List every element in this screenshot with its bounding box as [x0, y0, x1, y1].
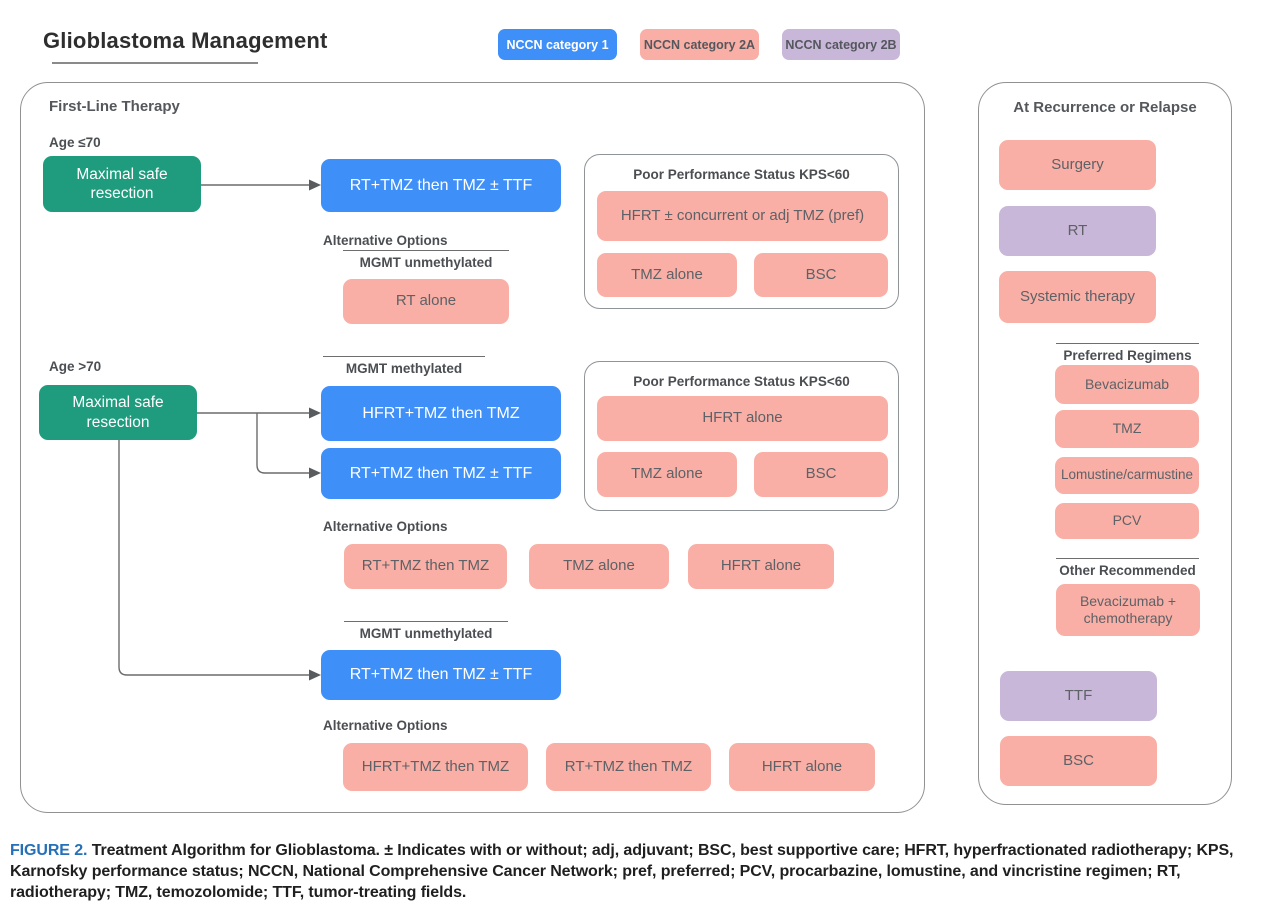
node-surgery: Surgery: [999, 140, 1156, 190]
recurrence-panel: At Recurrence or Relapse Surgery RT Syst…: [978, 82, 1232, 805]
node-bevacizumab-chemotherapy: Bevacizumab + chemotherapy: [1056, 584, 1200, 636]
mgmt-methylated-label: MGMT methylated: [323, 356, 485, 376]
node-bsc-recurrence: BSC: [1000, 736, 1157, 786]
node-alt2-hfrt-tmz-then-tmz: HFRT+TMZ then TMZ: [343, 743, 528, 791]
node-pcv: PCV: [1055, 503, 1199, 539]
alternative-options-label-1: Alternative Options: [323, 233, 448, 248]
arrowhead-gt70-methylated-1: [309, 407, 321, 419]
node-tmz-alone-1: TMZ alone: [597, 253, 737, 297]
poor-performance-box-gt70: Poor Performance Status KPS<60 HFRT alon…: [584, 361, 899, 511]
alternative-options-label-3: Alternative Options: [323, 718, 448, 733]
node-tmz-recurrence: TMZ: [1055, 410, 1199, 448]
legend-badge-nccn-category-2b: NCCN category 2B: [782, 29, 900, 60]
node-rt-tmz-ttf-methylated: RT+TMZ then TMZ ± TTF: [321, 448, 561, 499]
node-bsc-2: BSC: [754, 452, 888, 497]
connector-gt70-unmethylated: [118, 440, 309, 676]
other-recommended-label: Other Recommended: [1056, 558, 1199, 578]
node-ttf: TTF: [1000, 671, 1157, 721]
page-title: Glioblastoma Management: [43, 28, 328, 53]
poor-performance-title-1: Poor Performance Status KPS<60: [633, 167, 850, 182]
mgmt-unmethylated-label-1: MGMT unmethylated: [343, 250, 509, 270]
poor-performance-box-le70: Poor Performance Status KPS<60 HFRT ± co…: [584, 154, 899, 309]
figure-caption-text: Treatment Algorithm for Glioblastoma. ± …: [10, 842, 1234, 901]
alternative-options-label-2: Alternative Options: [323, 519, 448, 534]
node-maximal-safe-resection-gt70: Maximal safe resection: [39, 385, 197, 440]
arrowhead-gt70-methylated-2: [309, 467, 321, 479]
recurrence-panel-title: At Recurrence or Relapse: [1013, 99, 1197, 116]
node-hfrt-alone-pps: HFRT alone: [597, 396, 888, 441]
connector-gt70-methylated-2: [256, 413, 309, 474]
node-hfrt-tmz-then-tmz: HFRT+TMZ then TMZ: [321, 386, 561, 441]
first-line-panel-title: First-Line Therapy: [49, 98, 180, 115]
figure-caption: FIGURE 2. Treatment Algorithm for Gliobl…: [10, 841, 1274, 904]
preferred-regimens-label: Preferred Regimens: [1056, 343, 1199, 363]
node-alt-tmz-alone: TMZ alone: [529, 544, 669, 589]
node-lomustine-carmustine: Lomustine/carmustine: [1055, 457, 1199, 494]
node-bevacizumab: Bevacizumab: [1055, 365, 1199, 404]
node-tmz-alone-2: TMZ alone: [597, 452, 737, 497]
node-bsc-1: BSC: [754, 253, 888, 297]
poor-performance-title-2: Poor Performance Status KPS<60: [633, 374, 850, 389]
node-rt-tmz-ttf-le70: RT+TMZ then TMZ ± TTF: [321, 159, 561, 212]
title-underline: [52, 62, 258, 64]
node-systemic-therapy: Systemic therapy: [999, 271, 1156, 323]
legend-badge-nccn-category-1: NCCN category 1: [498, 29, 617, 60]
age-gt70-label: Age >70: [49, 359, 102, 374]
figure-caption-label: FIGURE 2.: [10, 842, 88, 859]
arrowhead-age-le70: [309, 179, 321, 191]
node-hfrt-concurrent-adj-tmz: HFRT ± concurrent or adj TMZ (pref): [597, 191, 888, 241]
legend-badge-nccn-category-2a: NCCN category 2A: [640, 29, 759, 60]
node-alt-hfrt-alone: HFRT alone: [688, 544, 834, 589]
node-maximal-safe-resection-le70: Maximal safe resection: [43, 156, 201, 212]
node-rt-tmz-ttf-unmethylated: RT+TMZ then TMZ ± TTF: [321, 650, 561, 700]
arrowhead-gt70-unmethylated: [309, 669, 321, 681]
age-le70-label: Age ≤70: [49, 135, 101, 150]
node-alt2-hfrt-alone: HFRT alone: [729, 743, 875, 791]
node-rt-recurrence: RT: [999, 206, 1156, 256]
node-rt-alone: RT alone: [343, 279, 509, 324]
mgmt-unmethylated-label-2: MGMT unmethylated: [344, 621, 508, 641]
node-alt-rt-tmz-then-tmz: RT+TMZ then TMZ: [344, 544, 507, 589]
first-line-therapy-panel: First-Line Therapy Age ≤70 Maximal safe …: [20, 82, 925, 813]
node-alt2-rt-tmz-then-tmz: RT+TMZ then TMZ: [546, 743, 711, 791]
